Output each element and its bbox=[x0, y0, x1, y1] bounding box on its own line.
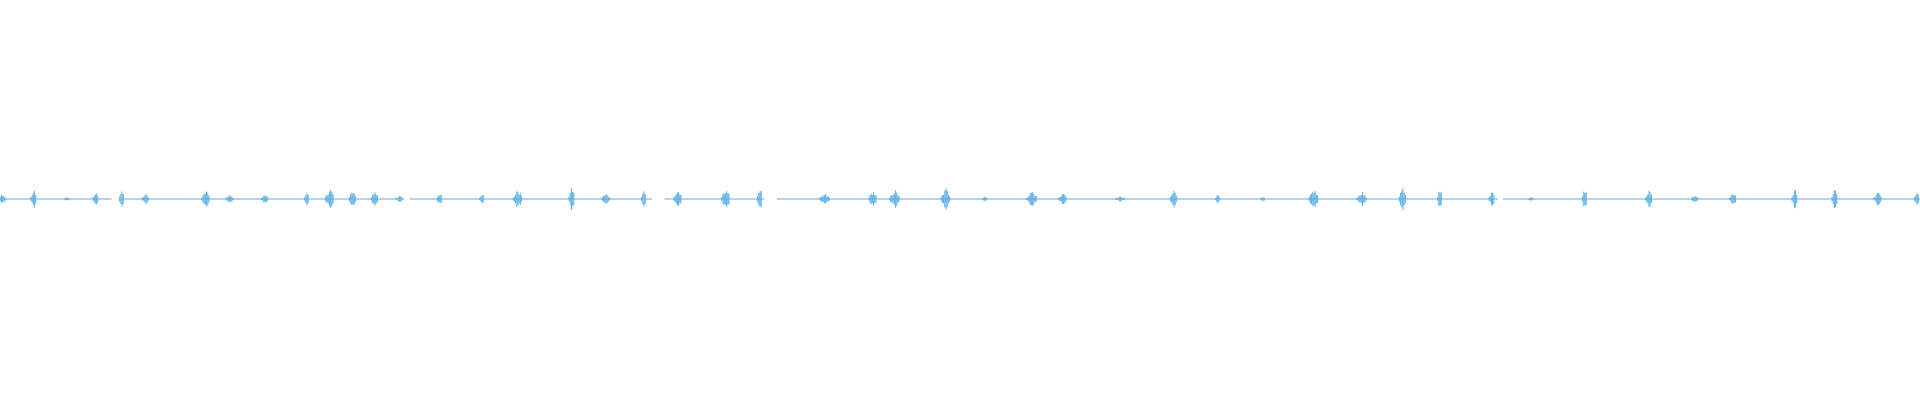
waveform-peaks bbox=[0, 188, 1919, 210]
